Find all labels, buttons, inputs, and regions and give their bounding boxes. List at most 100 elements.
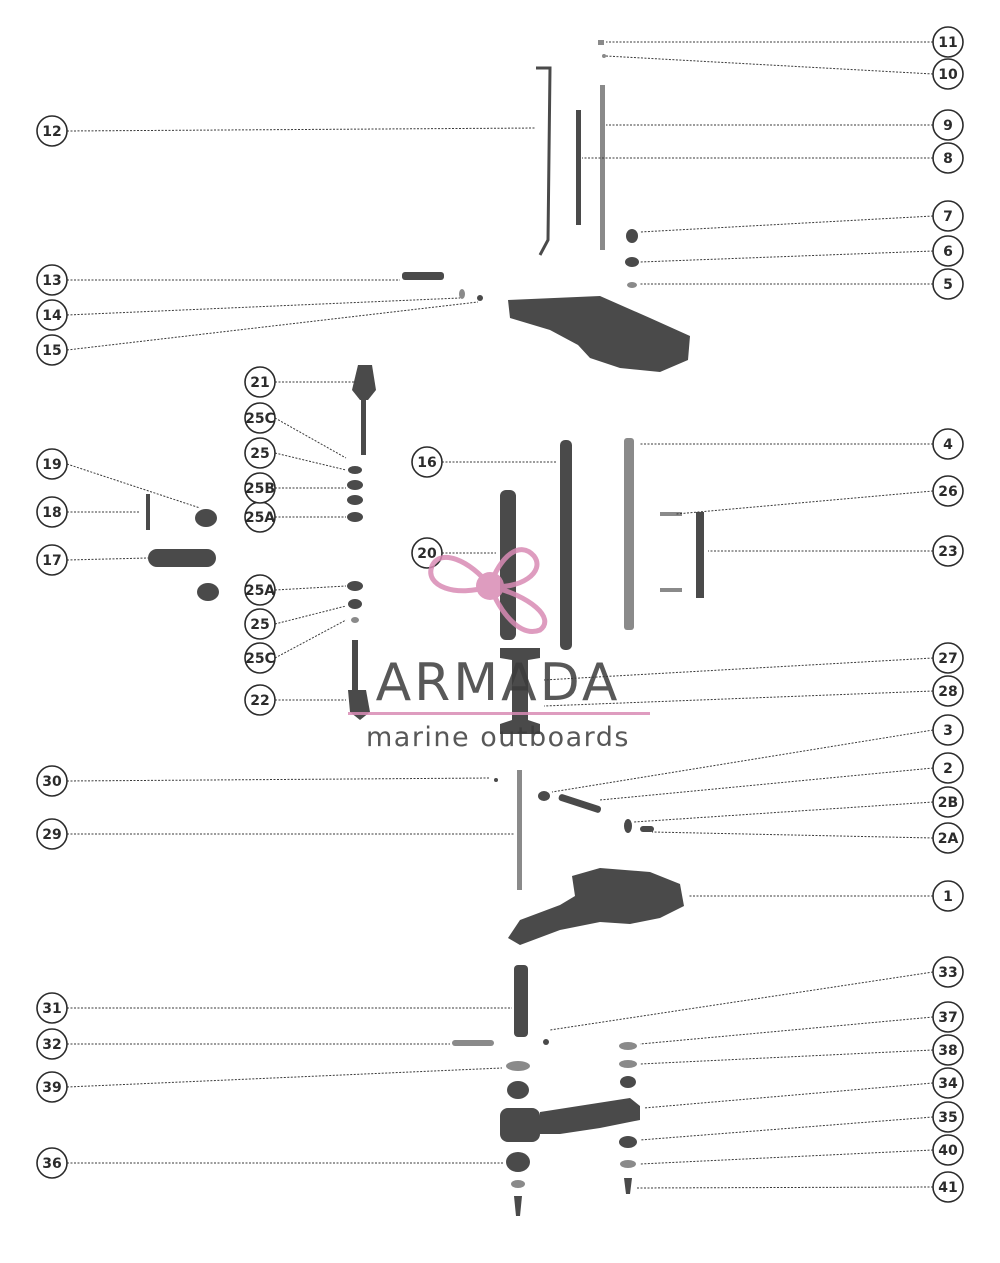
part-pin-23 <box>696 512 704 598</box>
callout-39: 39 <box>36 1071 68 1103</box>
callout-25c: 25C <box>244 642 276 674</box>
callout-25b: 25B <box>244 472 276 504</box>
callout-6: 6 <box>932 235 964 267</box>
callout-20: 20 <box>411 537 443 569</box>
callout-circle <box>36 264 68 296</box>
callout-27: 27 <box>932 642 964 674</box>
leader-line-15 <box>66 301 479 351</box>
callout-number: 2 <box>943 761 953 777</box>
callout-circle <box>932 475 964 507</box>
part-bushing-19-2 <box>197 583 219 601</box>
leader-lines <box>66 41 934 1189</box>
callout-circle <box>244 684 276 716</box>
callout-number: 25B <box>245 481 275 497</box>
callout-circle <box>244 472 276 504</box>
callout-labels: 122A2B3456789101112131415161718192021222… <box>36 26 964 1203</box>
part-rod-29 <box>517 770 522 890</box>
callout-number: 17 <box>42 553 61 569</box>
callout-circle <box>932 109 964 141</box>
part-bolt-32 <box>452 1040 494 1046</box>
callout-circle <box>932 268 964 300</box>
callout-circle <box>932 1001 964 1033</box>
callout-circle <box>932 1034 964 1066</box>
leader-line-41 <box>635 1186 934 1189</box>
callout-circle <box>932 675 964 707</box>
leader-line-26 <box>675 490 934 515</box>
leader-line-40 <box>639 1149 934 1165</box>
callout-29: 29 <box>36 818 68 850</box>
callout-number: 22 <box>250 693 269 709</box>
callout-number: 37 <box>938 1010 957 1026</box>
part-stud-21-head <box>352 365 376 400</box>
callout-1: 1 <box>932 880 964 912</box>
callout-circle <box>932 956 964 988</box>
leader-line-27 <box>543 657 934 681</box>
part-washer-38 <box>619 1060 637 1068</box>
callout-circle <box>36 544 68 576</box>
callout-28: 28 <box>932 675 964 707</box>
part-screw-2 <box>558 794 602 813</box>
callout-number: 39 <box>42 1080 61 1096</box>
callout-circle <box>244 642 276 674</box>
callout-37: 37 <box>932 1001 964 1033</box>
callout-21: 21 <box>244 366 276 398</box>
callout-15: 15 <box>36 334 68 366</box>
callout-circle <box>244 366 276 398</box>
callout-41: 41 <box>932 1171 964 1203</box>
part-washer-2b <box>624 819 632 833</box>
callout-25a: 25A <box>244 574 276 606</box>
part-screw-bottom <box>514 1196 522 1216</box>
callout-number: 28 <box>938 684 957 700</box>
callout-number: 3 <box>943 723 953 739</box>
part-washer-14 <box>459 289 465 299</box>
callout-number: 5 <box>943 277 953 293</box>
callout-25a: 25A <box>244 501 276 533</box>
callout-circle <box>36 1028 68 1060</box>
callout-14: 14 <box>36 299 68 331</box>
callout-number: 18 <box>42 505 61 521</box>
callout-17: 17 <box>36 544 68 576</box>
callout-36: 36 <box>36 1147 68 1179</box>
callout-circle <box>244 574 276 606</box>
leader-line-34 <box>643 1082 934 1109</box>
part-shaft-20 <box>500 490 516 640</box>
callout-26: 26 <box>932 475 964 507</box>
callout-number: 20 <box>417 546 437 562</box>
leader-line-6 <box>639 250 934 263</box>
part-upper-lever <box>508 296 690 372</box>
callout-2a: 2A <box>932 822 964 854</box>
callout-number: 13 <box>42 273 61 289</box>
part-pin-11 <box>598 40 604 45</box>
part-washer-36b <box>511 1180 525 1188</box>
callout-number: 31 <box>42 1001 61 1017</box>
leader-line-10 <box>605 55 934 75</box>
leader-line-7 <box>639 215 934 233</box>
callout-9: 9 <box>932 109 964 141</box>
callout-circle <box>932 714 964 746</box>
part-washer-25 <box>348 466 362 474</box>
callout-2b: 2B <box>932 786 964 818</box>
callout-circle <box>932 1101 964 1133</box>
part-pin-18 <box>146 494 150 530</box>
callout-number: 11 <box>938 35 957 51</box>
leader-line-25a <box>274 585 347 591</box>
part-screw-41 <box>624 1178 632 1194</box>
part-washer-25a-2 <box>347 581 363 591</box>
part-bushing <box>507 1081 529 1099</box>
callout-number: 34 <box>938 1076 958 1092</box>
part-nut-6 <box>625 257 639 267</box>
callout-number: 36 <box>42 1156 61 1172</box>
callout-32: 32 <box>36 1028 68 1060</box>
callout-23: 23 <box>932 535 964 567</box>
callout-16: 16 <box>411 446 443 478</box>
callout-circle <box>932 142 964 174</box>
part-bolt-13 <box>402 272 444 280</box>
callout-circle <box>932 1134 964 1166</box>
callout-circle <box>36 765 68 797</box>
callout-circle <box>411 446 443 478</box>
leader-line-25 <box>274 605 347 625</box>
leader-line-25c <box>274 619 347 659</box>
callout-number: 32 <box>42 1037 61 1053</box>
callout-number: 25A <box>245 510 275 526</box>
